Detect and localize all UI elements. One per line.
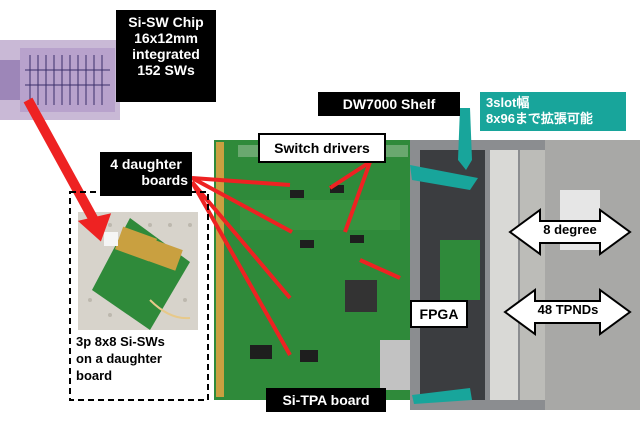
teal-arrows — [410, 108, 478, 404]
degree-arrow — [508, 208, 632, 256]
shelf-photo — [410, 140, 640, 410]
slot-label-line1: 3slot幅 — [486, 95, 530, 110]
slot-label: 3slot幅 8x96まで拡張可能 — [480, 92, 626, 131]
chip-label: Si-SW Chip 16x12mm integrated 152 SWs — [116, 10, 216, 102]
daughter-board-photo — [78, 212, 198, 330]
chip-photo — [0, 40, 120, 120]
caption-line3: board — [76, 367, 113, 383]
daughter-caption: 3p 8x8 Si-SWs on a daughter board — [76, 334, 206, 385]
daughter-label-line2: boards — [141, 172, 188, 189]
caption-line1: 3p 8x8 Si-SWs — [76, 334, 165, 349]
red-arrows — [23, 97, 401, 356]
daughter-dashed-frame — [69, 191, 209, 401]
tpa-board-label: Si-TPA board — [266, 388, 386, 412]
switch-drivers-label: Switch drivers — [258, 133, 386, 163]
slot-label-line2: 8x96まで拡張可能 — [486, 111, 593, 127]
daughter-label-line1: 4 daughter — [110, 156, 182, 172]
chip-label-line2: 16x12mm — [134, 30, 198, 47]
caption-line2: on a daughter — [76, 350, 162, 366]
fpga-label: FPGA — [410, 300, 468, 328]
shelf-label: DW7000 Shelf — [318, 92, 460, 116]
chip-label-line1: Si-SW Chip — [128, 14, 204, 30]
main-board-photo — [214, 140, 419, 400]
daughter-label: 4 daughter boards — [100, 152, 192, 196]
tpnds-label: 48 TPNDs — [537, 302, 599, 317]
chip-label-line3: integrated — [132, 46, 200, 63]
tpnds-arrow — [503, 288, 632, 336]
degree-label: 8 degree — [543, 222, 597, 237]
chip-label-line4: 152 SWs — [137, 62, 195, 79]
